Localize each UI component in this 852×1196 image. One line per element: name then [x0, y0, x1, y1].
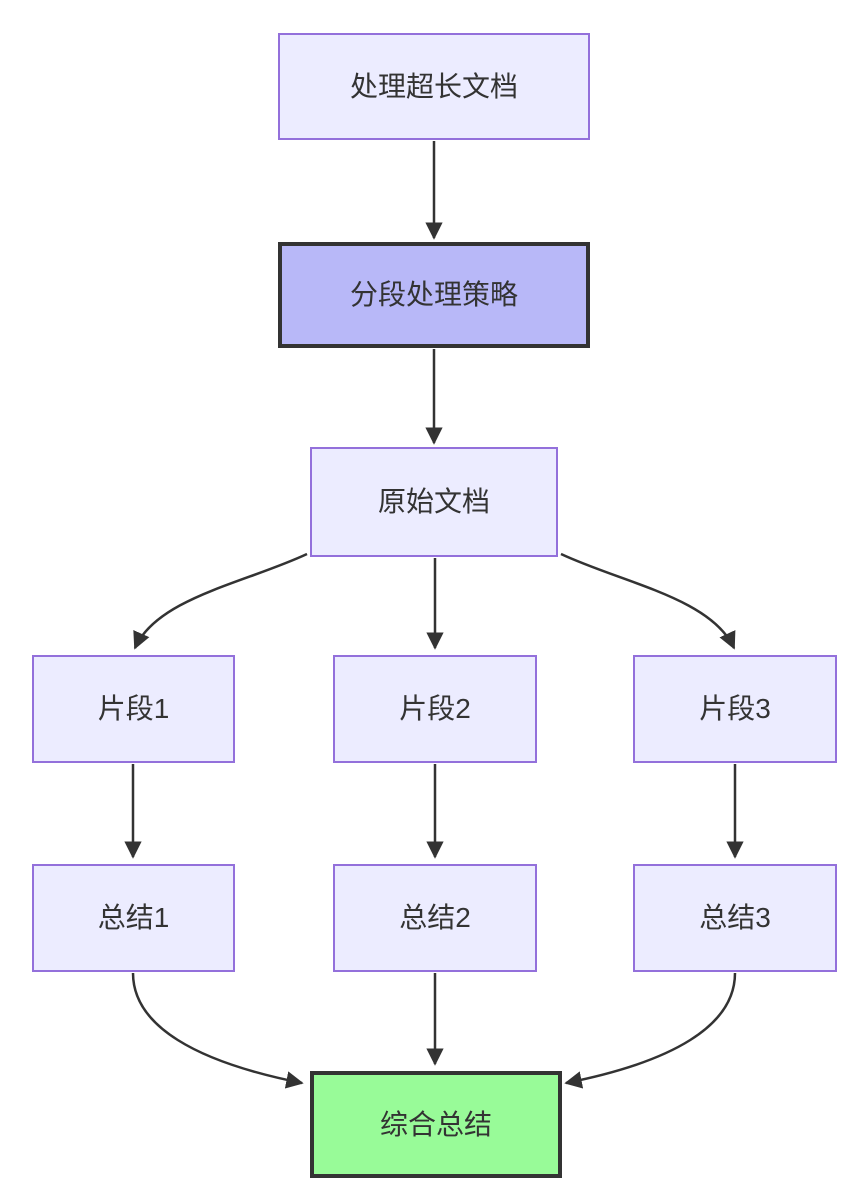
node-summary-1: 总结1 — [32, 864, 235, 972]
node-final-summary: 综合总结 — [310, 1071, 562, 1178]
node-summary-3: 总结3 — [633, 864, 837, 972]
node-segment-1: 片段1 — [32, 655, 235, 763]
node-segmentation-strategy: 分段处理策略 — [278, 242, 590, 348]
node-segment-3: 片段3 — [633, 655, 837, 763]
node-original-document: 原始文档 — [310, 447, 558, 557]
edge-summary1-to-final — [131, 972, 304, 1089]
node-process-long-document: 处理超长文档 — [278, 33, 590, 140]
node-segment-2: 片段2 — [333, 655, 537, 763]
node-summary-2: 总结2 — [333, 864, 537, 972]
edge-summary3-to-final — [564, 972, 737, 1089]
edge-original-to-segment3 — [560, 552, 736, 650]
edge-original-to-segment1 — [133, 552, 308, 650]
